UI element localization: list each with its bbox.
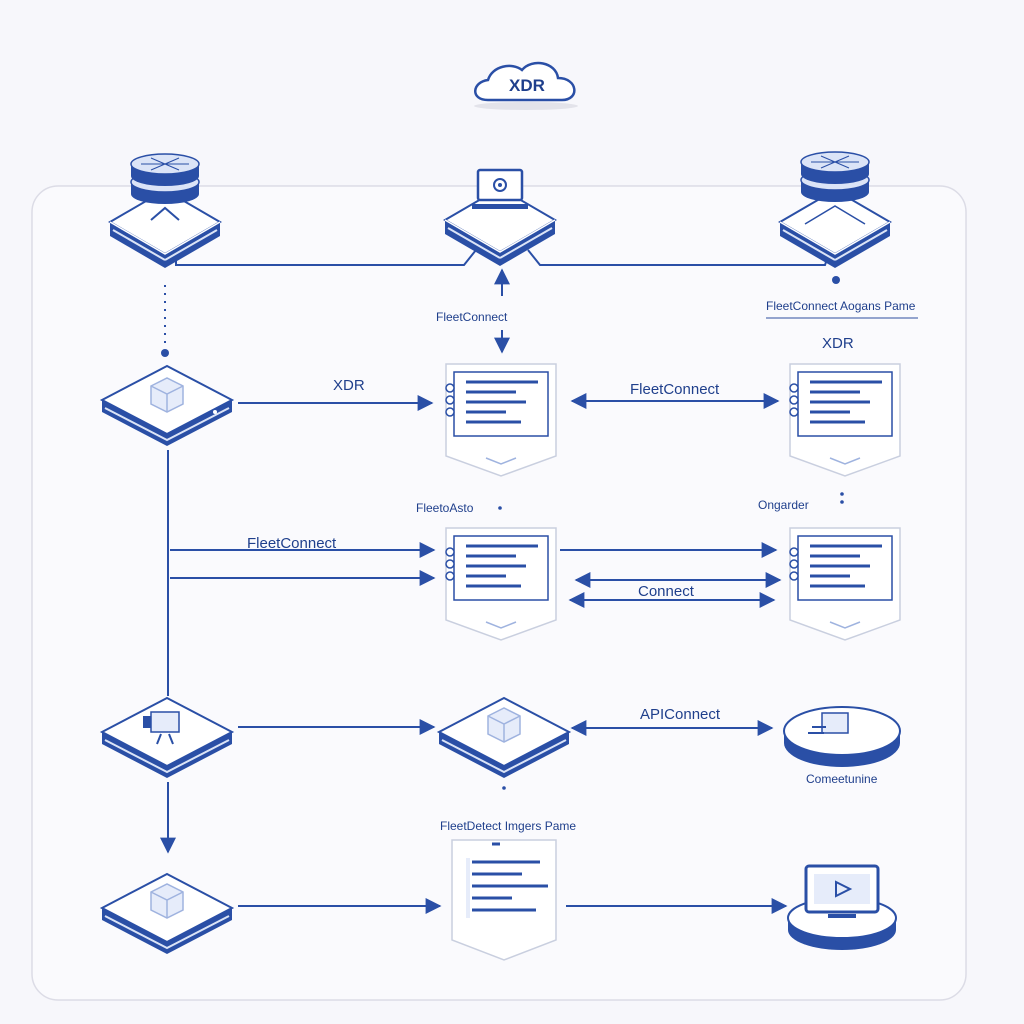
label-fleetconnect-top: FleetConnect [436,310,508,324]
document-card-row2-mid [444,526,558,642]
device-platform-row3-right [783,706,901,767]
document-card-row4-mid [451,839,557,961]
label-comeetunine: Comeetunine [806,772,878,786]
document-card-row1-right [788,362,902,478]
monitor-platform-row4-right [787,864,897,950]
database-server-top-left [109,153,221,269]
label-connect-row2: Connect [638,583,694,600]
cloud-label: XDR [509,76,545,95]
label-ongarder: Ongarder [758,498,809,512]
database-server-top-right [779,151,891,269]
label-xdr-row1: XDR [333,377,365,394]
xdr-cloud-icon [474,61,578,110]
document-card-row1-mid [444,362,558,478]
camera-node-row3 [101,697,233,779]
label-fleetoasto: FleetoAsto [416,501,474,515]
label-agents-pane: FleetConnect Aogans Pame [766,299,916,313]
workstation-server-top [444,168,556,267]
label-fleetconnect-row2: FleetConnect [247,535,337,552]
label-apiconnect: APIConnect [640,706,721,723]
label-xdr-right: XDR [822,335,854,352]
label-fleetdetect: FleetDetect Imgers Pame [440,819,577,833]
cube-node-row1 [101,365,233,447]
document-card-row2-right [788,526,902,642]
label-fleetconnect-row1: FleetConnect [630,381,720,398]
